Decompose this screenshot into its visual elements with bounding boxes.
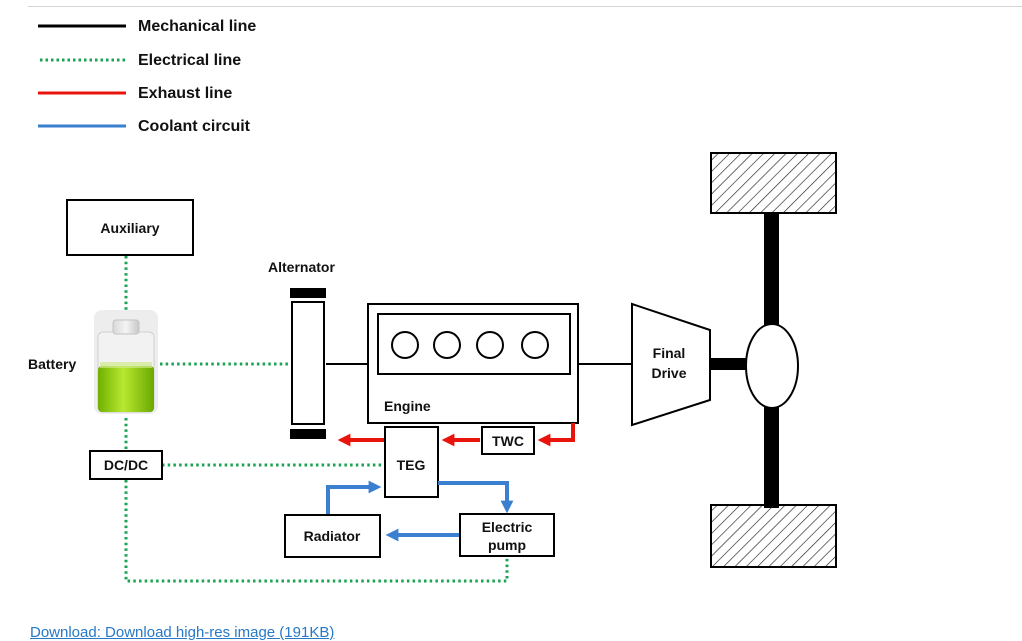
radiator-label: Radiator xyxy=(304,528,361,544)
final-drive-label-line2: Drive xyxy=(651,365,686,381)
radiator-box: Radiator xyxy=(284,514,381,558)
axle-assembly xyxy=(710,152,837,568)
exhaust-lines xyxy=(337,423,575,447)
electrical-lines xyxy=(124,256,509,583)
pump-label-line1: Electric xyxy=(482,519,533,535)
alternator-label: Alternator xyxy=(268,259,335,275)
final-drive: Final Drive xyxy=(631,302,711,427)
final-drive-label-line1: Final xyxy=(653,345,686,361)
auxiliary-label: Auxiliary xyxy=(100,220,159,236)
wire-dcdc-pump xyxy=(124,480,509,583)
alternator xyxy=(290,288,326,439)
engine-block: Engine xyxy=(367,303,579,424)
wheel-bottom xyxy=(710,504,837,568)
vehicle-teg-diagram: Mechanical line Electrical line Exhaust … xyxy=(28,18,837,583)
twc-box: TWC xyxy=(481,426,535,455)
battery-icon xyxy=(94,310,158,414)
pump-label-line2: pump xyxy=(488,537,526,553)
auxiliary-box: Auxiliary xyxy=(66,199,194,256)
engine-label: Engine xyxy=(384,398,431,414)
legend-mechanical-label: Mechanical line xyxy=(138,18,256,35)
legend-coolant-label: Coolant circuit xyxy=(138,118,251,135)
battery-label: Battery xyxy=(28,356,76,372)
dcdc-label: DC/DC xyxy=(104,457,148,473)
wheel-top xyxy=(710,152,837,214)
legend-exhaust-label: Exhaust line xyxy=(138,85,232,102)
teg-label: TEG xyxy=(397,457,426,473)
dcdc-box: DC/DC xyxy=(89,450,163,480)
legend: Mechanical line Electrical line Exhaust … xyxy=(38,18,256,135)
top-divider xyxy=(28,6,1022,7)
download-high-res-link[interactable]: Download: Download high-res image (191KB… xyxy=(30,624,335,641)
twc-label: TWC xyxy=(492,433,524,449)
legend-electrical-label: Electrical line xyxy=(138,52,241,69)
coolant-lines xyxy=(326,480,514,542)
teg-box: TEG xyxy=(384,426,439,498)
electric-pump-box: Electric pump xyxy=(459,513,555,557)
